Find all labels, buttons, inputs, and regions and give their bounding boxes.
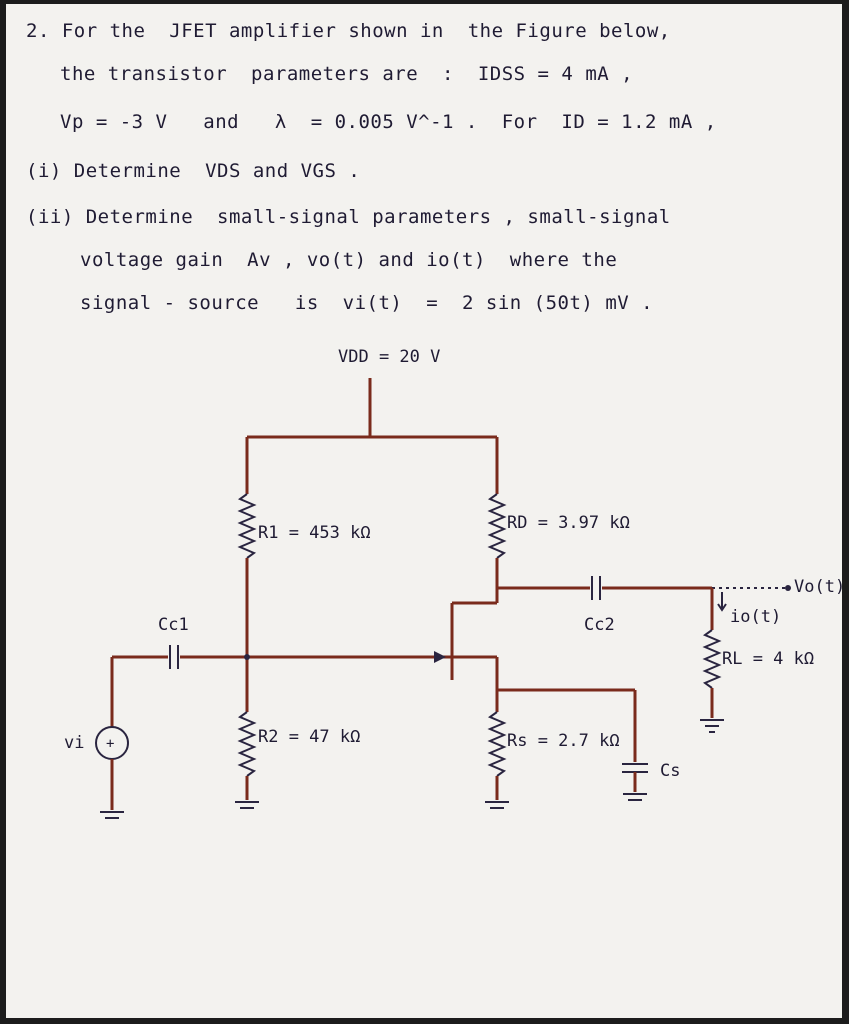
problem-line-7: signal - source is vi(t) = 2 sin (50t) m… [80, 292, 654, 314]
problem-line-4: (i) Determine VDS and VGS . [26, 160, 361, 182]
rs-label: Rs = 2.7 kΩ [507, 731, 620, 751]
cc1-label: Cc1 [158, 615, 189, 635]
cc2-label: Cc2 [584, 615, 615, 635]
problem-line-3: Vp = -3 V and λ = 0.005 V^-1 . For ID = … [60, 111, 717, 133]
vo-label: Vo(t) [794, 577, 845, 597]
paper-sheet [6, 4, 842, 1018]
rd-label: RD = 3.97 kΩ [507, 513, 630, 533]
io-label: io(t) [730, 607, 781, 627]
jfet-gate-arrow [434, 651, 446, 663]
r1-resistor [237, 493, 257, 559]
rs-resistor [487, 711, 507, 777]
problem-line-5: (ii) Determine small-signal parameters ,… [26, 206, 671, 228]
problem-line-2: the transistor parameters are : IDSS = 4… [60, 63, 634, 85]
r1-label: R1 = 453 kΩ [258, 523, 371, 543]
cs-label: Cs [660, 761, 680, 781]
svg-text:+: + [106, 736, 114, 752]
vdd-label: VDD = 20 V [338, 347, 440, 367]
rd-resistor [487, 493, 507, 559]
rl-label: RL = 4 kΩ [722, 649, 814, 669]
vi-label: vi [64, 733, 84, 753]
r2-label: R2 = 47 kΩ [258, 727, 360, 747]
problem-line-1: 2. For the JFET amplifier shown in the F… [26, 20, 671, 42]
problem-line-6: voltage gain Av , vo(t) and io(t) where … [80, 249, 618, 271]
rl-resistor [702, 629, 722, 689]
r2-resistor [237, 711, 257, 777]
